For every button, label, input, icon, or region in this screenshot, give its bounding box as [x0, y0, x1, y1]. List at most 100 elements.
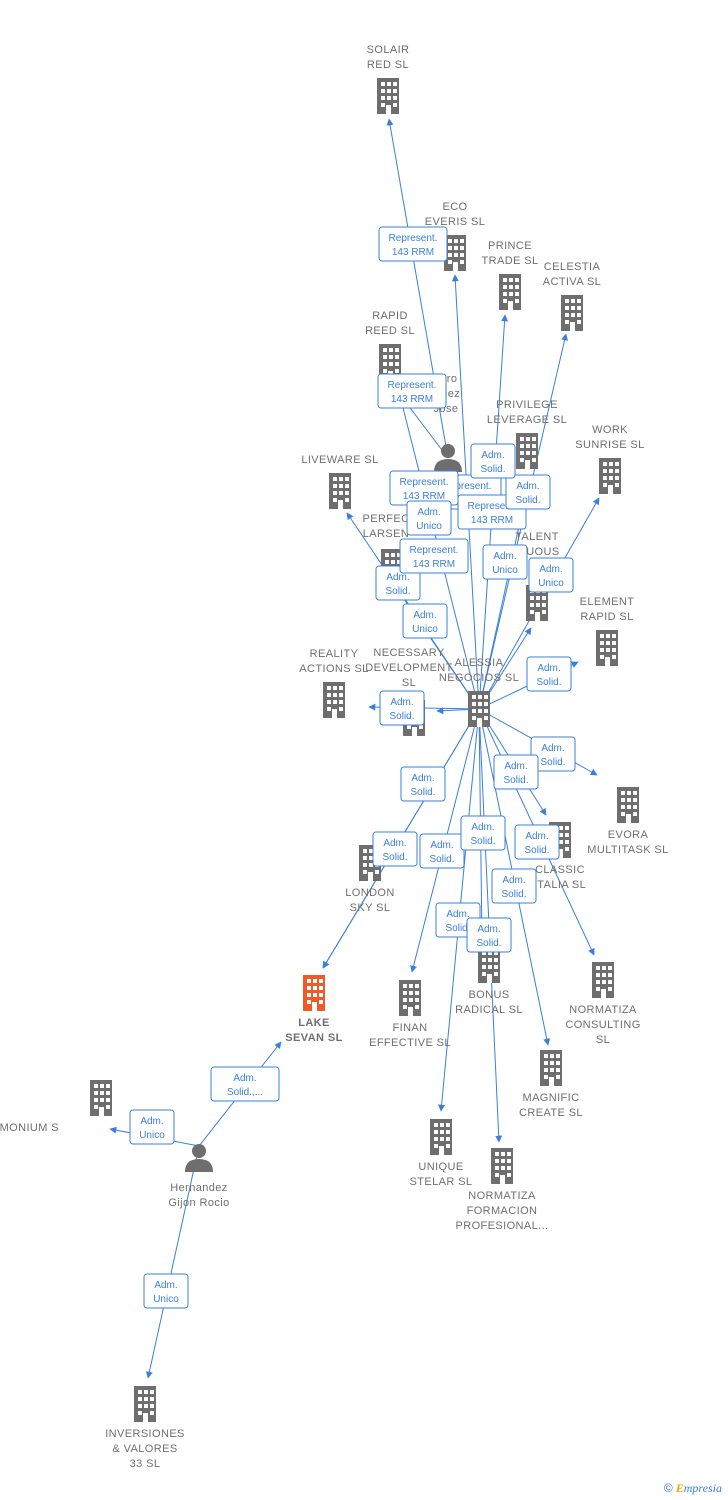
- edge-label-box[interactable]: [505, 474, 551, 510]
- edge-label-alessia-to-necessary[interactable]: Adm.Solid.: [375, 565, 421, 601]
- edge-label-alessia-to-classic[interactable]: Adm.Solid.: [514, 824, 560, 860]
- edge-label-text: Unico: [416, 521, 442, 532]
- edge-label-box[interactable]: [491, 868, 537, 904]
- building-icon: [561, 295, 583, 331]
- edge-label-box[interactable]: [493, 754, 539, 790]
- node-label: BONUS: [468, 989, 509, 1001]
- edge-label-hernandez-to-inversiones[interactable]: Adm.Unico: [143, 1273, 189, 1309]
- edge-label-alessia-to-celestia[interactable]: Adm.Solid.: [505, 474, 551, 510]
- edge-label-text: Solid.: [480, 464, 505, 475]
- edge-label-box[interactable]: [399, 538, 469, 574]
- edge-label-box[interactable]: [406, 500, 452, 536]
- node-label: ARMONIUM S: [0, 1122, 59, 1134]
- edge-label-text: Unico: [153, 1294, 179, 1305]
- edge-label-alessia-to-talent[interactable]: Adm.Unico: [482, 544, 528, 580]
- node-label: SL: [596, 1034, 610, 1046]
- edge-label-box[interactable]: [129, 1109, 175, 1145]
- edge-label-alessia-to-reality[interactable]: Adm.Solid.: [379, 690, 425, 726]
- edge-label-alessia-to-unique[interactable]: Adm.Solid.: [493, 754, 539, 790]
- node-liveware[interactable]: LIVEWARE SL: [301, 454, 378, 509]
- building-icon: [540, 1050, 562, 1086]
- edge-label-box[interactable]: [466, 917, 512, 953]
- edge-label-alessia-to-lake[interactable]: Adm.Solid.: [400, 766, 446, 802]
- edge-label-text: Unico: [492, 565, 518, 576]
- edge-label-text: Unico: [538, 578, 564, 589]
- edge-label-box[interactable]: [530, 736, 576, 772]
- edge-label-box[interactable]: [372, 831, 418, 867]
- edge-label-person2-to-rapid[interactable]: Represent.143 RRM: [377, 373, 447, 409]
- edge-label-text: 143 RRM: [392, 247, 434, 258]
- edge-label-alessia-to-element[interactable]: Adm.Solid.: [526, 656, 572, 692]
- copyright-symbol: ©: [663, 1481, 673, 1495]
- edge-label-alessia-to-normatiza_f[interactable]: Adm.Solid.: [466, 917, 512, 953]
- node-finan[interactable]: FINAN EFFECTIVE SL: [369, 980, 451, 1049]
- edge-label-box[interactable]: [379, 690, 425, 726]
- edge-label-alessia-to-liveware[interactable]: Represent.143 RRM: [389, 470, 459, 506]
- building-icon: [468, 691, 490, 727]
- building-icon: [617, 787, 639, 823]
- edge-label-alessia-to-rapid[interactable]: Represent.143 RRM: [399, 538, 469, 574]
- edge-label-box[interactable]: [528, 557, 574, 593]
- edge-label-alessia-to-perfect[interactable]: Adm.Unico: [402, 603, 448, 639]
- edge-label-box[interactable]: [400, 766, 446, 802]
- edge-label-text: Solid.: [385, 586, 410, 597]
- edge-label-box[interactable]: [143, 1273, 189, 1309]
- edge-label-box[interactable]: [402, 603, 448, 639]
- building-icon: [599, 458, 621, 494]
- edge-label-alessia-to-london[interactable]: Adm.Solid.: [372, 831, 418, 867]
- edge-label-box[interactable]: [526, 656, 572, 692]
- edge-label-box[interactable]: [378, 226, 448, 262]
- edge-label-alessia-to-magnific[interactable]: Adm.Solid.: [460, 815, 506, 851]
- node-label: FINAN: [393, 1022, 428, 1034]
- edge-label-alessia-to-work[interactable]: Adm.Unico: [528, 557, 574, 593]
- edge-label-alessia-to-normatiza_c[interactable]: Adm.Solid.: [491, 868, 537, 904]
- node-normatiza_f[interactable]: NORMATIZAFORMACIONPROFESIONAL...: [455, 1148, 548, 1232]
- edge-label-alessia-to-perfect[interactable]: Adm.Unico: [406, 500, 452, 536]
- node-label: EFFECTIVE SL: [369, 1037, 451, 1049]
- edge-label-box[interactable]: [470, 443, 516, 479]
- edge-label-box[interactable]: [514, 824, 560, 860]
- edge-label-hernandez-to-lake[interactable]: Adm.Solid.,...: [210, 1066, 280, 1102]
- building-icon: [491, 1148, 513, 1184]
- node-label: SOLAIR: [367, 44, 410, 56]
- edge-label-box[interactable]: [482, 544, 528, 580]
- edge-label-alessia-to-privilege[interactable]: Adm.Solid.: [470, 443, 516, 479]
- edge-label-box[interactable]: [377, 373, 447, 409]
- edge-label-box[interactable]: [419, 833, 465, 869]
- node-armonium[interactable]: ARMONIUM S: [0, 1080, 112, 1134]
- edge-label-alessia-to-evora[interactable]: Adm.Solid.: [530, 736, 576, 772]
- edge-label-text: Solid.: [524, 845, 549, 856]
- edge-label-box[interactable]: [210, 1066, 280, 1102]
- brand-name: mpresia: [683, 1481, 722, 1495]
- edge-label-person2-to-solair[interactable]: Represent.143 RRM: [378, 226, 448, 262]
- edge-label-hernandez-to-armonium[interactable]: Adm.Unico: [129, 1109, 175, 1145]
- node-label: CLASSIC: [535, 864, 585, 876]
- building-icon: [592, 962, 614, 998]
- edge-label-box[interactable]: [375, 565, 421, 601]
- edge-label-alessia-to-finan[interactable]: Adm.Solid.: [419, 833, 465, 869]
- edge-label-text: Adm.: [233, 1073, 256, 1084]
- edge-label-box[interactable]: [460, 815, 506, 851]
